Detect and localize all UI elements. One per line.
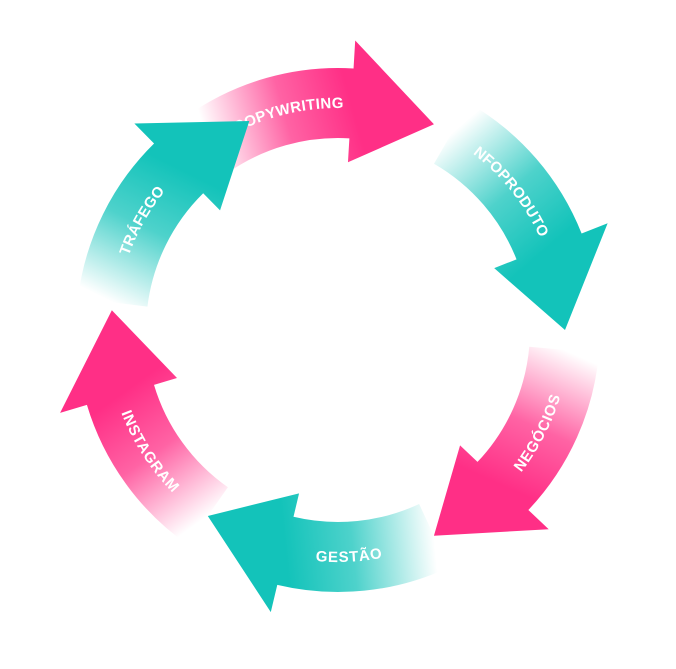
arrow-negocios-shape: [433, 346, 599, 536]
arrow-trafego-shape: [77, 121, 250, 307]
arrow-infoprodutos-shape: [434, 103, 608, 330]
arrow-gestao: GESTÃO: [207, 493, 449, 613]
arrow-trafego: TRÁFEGO: [77, 121, 250, 307]
arrow-gestao-shape: [207, 493, 449, 613]
arrow-copywriting: COPYWRITING: [187, 40, 434, 173]
arrow-instagram-shape: [60, 310, 228, 545]
arrow-copywriting-shape: [187, 40, 434, 173]
arrow-gestao-label: GESTÃO: [315, 545, 383, 566]
arrow-negocios: NEGÓCIOS: [433, 346, 599, 536]
arrow-instagram: INSTAGRAM: [60, 310, 228, 545]
